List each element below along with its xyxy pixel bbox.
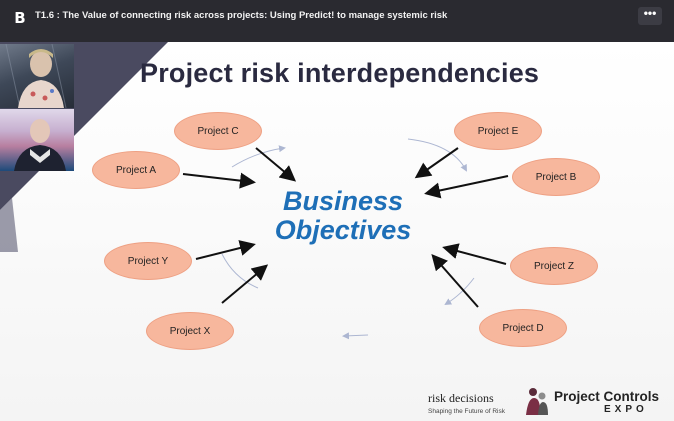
presentation-slide: Project risk interdependencies [0,42,674,421]
arrow-project-e [414,147,459,179]
risk-decisions-name: risk decisions [428,391,494,405]
arrow-project-b [424,175,509,199]
project-node-b: Project B [512,158,600,196]
cycle-arrow-bottom [342,332,369,340]
project-node-x: Project X [146,312,234,350]
arrow-project-z [442,243,507,265]
expo-name: Project Controls [554,389,660,404]
business-objectives-line1: Business [282,186,404,216]
project-node-label: Project C [197,125,239,137]
risk-decisions-logo: risk decisions Shaping the Future of Ris… [428,391,505,415]
meeting-header: B T1.6 : The Value of connecting risk ac… [0,0,674,42]
diagram-connectors [182,138,509,340]
project-node-label: Project Y [127,255,169,267]
participant-video-1[interactable] [0,44,74,108]
business-objectives: Business Objectives [268,187,418,245]
arrow-project-c [255,147,297,182]
arrow-project-d [431,253,479,308]
cycle-arrow-right [444,277,475,306]
arrow-project-y [195,240,256,260]
project-node-a: Project A [92,151,180,189]
more-options-button[interactable]: ••• [638,7,662,25]
project-node-label: Project A [115,164,157,176]
arrow-project-a [182,172,256,189]
expo-subtitle: EXPO [604,404,648,415]
slide-title: Project risk interdependencies [140,58,540,88]
cycle-arrow-top-left [231,145,286,168]
project-node-label: Project E [477,125,519,137]
project-node-e: Project E [454,112,542,150]
project-node-z: Project Z [510,247,598,285]
participant-video-icon [5,44,67,108]
participant-video-2[interactable] [0,109,74,171]
ellipsis-icon: ••• [643,6,657,20]
project-node-c: Project C [174,112,262,150]
project-node-label: Project Z [533,260,574,272]
project-node-y: Project Y [104,242,192,280]
project-node-label: Project D [502,322,544,334]
project-node-label: Project X [169,325,211,337]
project-node-d: Project D [479,309,567,347]
arrow-project-x [221,264,269,304]
participant-video-icon [14,119,66,171]
project-node-label: Project B [535,171,577,183]
session-title: T1.6 : The Value of connecting risk acro… [35,10,448,21]
business-objectives-line2: Objectives [274,215,412,245]
risk-decisions-tagline: Shaping the Future of Risk [428,408,505,415]
app-logo: B [14,9,26,27]
cycle-arrow-left [221,253,259,289]
expo-figure-icon [526,388,548,415]
cycle-arrow-top-right [407,138,467,172]
